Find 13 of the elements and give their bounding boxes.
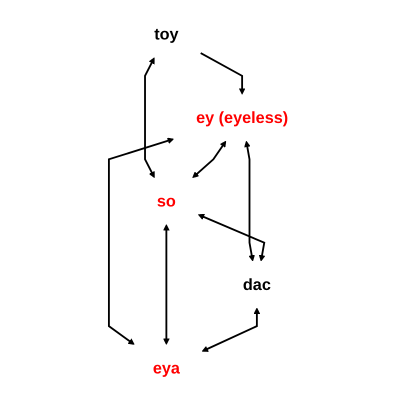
arrow [200, 52, 246, 95]
node-text: eya [152, 358, 180, 378]
arrow [163, 224, 170, 345]
node-text: dac [242, 275, 271, 294]
arrow [192, 140, 226, 178]
node-text: ey (eyeless) [196, 108, 288, 127]
arrow [198, 214, 266, 262]
arrow [202, 308, 260, 352]
arrow [244, 140, 255, 262]
node-text: toy [154, 24, 178, 44]
arrow [144, 57, 155, 178]
node-text: so [156, 192, 176, 210]
arrow [108, 138, 174, 345]
